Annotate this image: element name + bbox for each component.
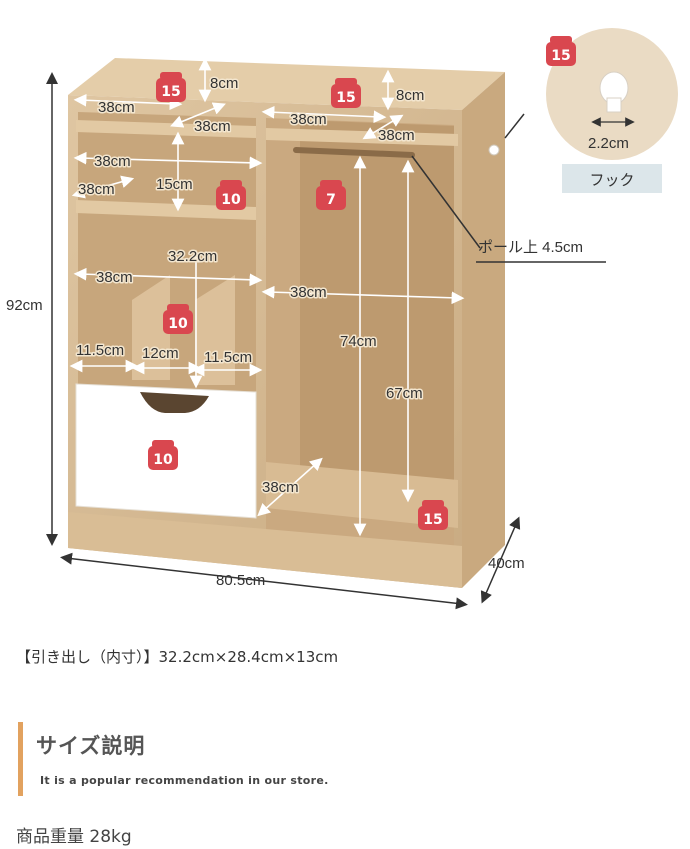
hook-width-label: 2.2cm (588, 135, 629, 152)
size-description-section: サイズ説明 It is a popular recommendation in … (18, 722, 668, 796)
section-title: サイズ説明 (36, 734, 146, 758)
hanging-height-label: 74cm (340, 333, 377, 350)
drawer-inner-size: 【引き出し（内寸）】32.2cm×28.4cm×13cm (16, 648, 339, 666)
below-rod-label: 67cm (386, 385, 423, 402)
top-left-depth-label: 38cm (194, 118, 231, 135)
mid-left-height-label: 15cm (156, 176, 193, 193)
mid-left-width-label: 38cm (94, 153, 131, 170)
hook-label: フック (589, 172, 634, 189)
hanging-rod (293, 147, 415, 158)
shelf-mid-left (76, 200, 256, 220)
weight-badge-dividers: 10 (163, 304, 193, 334)
top-right-height-label: 8cm (396, 87, 424, 104)
divider-right-label: 11.5cm (204, 349, 252, 366)
divider-right (195, 275, 235, 385)
svg-text:15: 15 (551, 48, 570, 64)
pole-callout: ポール上 4.5cm (411, 155, 606, 263)
section-accent-bar (18, 722, 23, 796)
height-label: 92cm (6, 297, 43, 314)
svg-text:15: 15 (161, 84, 180, 100)
weight-badge-hook: 15 (546, 36, 576, 66)
weight-badge-top-right: 15 (331, 78, 361, 108)
divider-mid-label: 12cm (142, 345, 179, 362)
section-subtitle: It is a popular recommendation in our st… (40, 774, 329, 787)
top-left-height-label: 8cm (210, 75, 238, 92)
divider-left (132, 275, 170, 380)
floor-depth-label: 38cm (262, 479, 299, 496)
hook-inset: 2.2cm フック (488, 28, 678, 193)
pole-label: ポール上 4.5cm (478, 239, 583, 256)
drawer-handle-cutout (140, 392, 209, 413)
lower-left-width-label: 38cm (96, 269, 133, 286)
weight-badge-mid-left: 10 (216, 180, 246, 210)
svg-text:10: 10 (153, 452, 173, 468)
width-arrow (60, 552, 468, 610)
cabinet-right-side (462, 72, 505, 588)
inner-arrows (69, 57, 465, 537)
furniture-size-diagram: 92cm 80.5cm 40cm 38cm 8cm 38cm 38cm 8cm … (6, 28, 678, 610)
weight-badges: 15 15 10 7 10 10 15 (148, 36, 576, 530)
product-weight: 商品重量 28kg (16, 827, 132, 847)
svg-text:10: 10 (221, 192, 241, 208)
mid-left-depth-label: 38cm (78, 181, 115, 198)
hook-label-box (562, 164, 662, 193)
weight-badge-top-left: 15 (156, 72, 186, 102)
weight-badge-drawer: 10 (148, 440, 178, 470)
svg-text:10: 10 (168, 316, 188, 332)
top-left-width-label: 38cm (98, 99, 135, 116)
lower-left-height-label: 32.2cm (168, 248, 217, 265)
depth-label: 40cm (488, 555, 525, 572)
hanging-width-label: 38cm (290, 284, 327, 301)
svg-text:15: 15 (423, 512, 442, 528)
weight-badge-floor: 15 (418, 500, 448, 530)
width-label: 80.5cm (216, 572, 265, 589)
right-back-wall (300, 120, 454, 510)
depth-arrow (480, 516, 521, 604)
weight-badge-rod: 7 (316, 180, 346, 210)
svg-text:15: 15 (336, 90, 355, 106)
top-right-depth-label: 38cm (378, 127, 415, 144)
svg-text:7: 7 (326, 192, 336, 208)
divider-left-label: 11.5cm (76, 342, 124, 359)
shelf-top-right (266, 128, 458, 146)
inner-dimension-labels: 38cm 8cm 38cm 38cm 8cm 38cm 38cm 15cm 38… (75, 74, 426, 498)
outer-dimensions: 92cm 80.5cm 40cm (6, 72, 525, 610)
top-right-width-label: 38cm (290, 111, 327, 128)
